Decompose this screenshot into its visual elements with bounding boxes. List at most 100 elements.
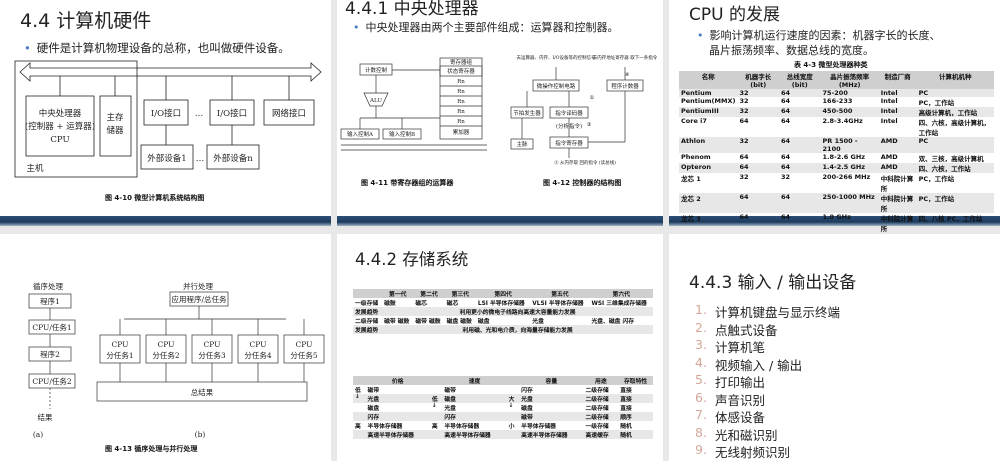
storage-characteristics-table: 价格速度容量用途存取特性 低磁带磁带闪存二级存储直接↓光盘低磁盘大光盘二级存储直… [353,376,653,439]
table-header: 容量 [519,376,584,385]
table-cell: Intel [880,97,898,105]
slide-bullet: •硬件是计算机物理设备的总称，也叫做硬件设备。 [24,41,290,55]
table-cell: 龙芯 1 [681,175,701,183]
table-cell: 64 [778,89,821,97]
cpu-label: CPU [158,340,175,349]
slide-title: 4.4.1 中央处理器 [345,0,479,19]
slide-footer-bar [337,216,663,226]
table-cell: 直接 [618,394,653,403]
slide-storage-system[interactable]: 4.4.2 存储系统 第一代第二代第三代第四代第五代第六代 一级存储磁鼓磁芯磁芯… [337,234,663,461]
list-number: 6. [695,389,707,405]
table-cell: 磁芯 [415,301,427,307]
table-cell: 磁带 [519,412,584,421]
register-rn: Rn [457,89,465,95]
total-result-label: 总结果 [191,387,214,397]
input-control-a: 输入控制A [347,130,374,138]
network-interface-label: 网络接口 [272,108,306,119]
table-cell [506,412,520,421]
table-cell: PC，工作站 [918,175,955,183]
slide-cpu-development[interactable]: CPU 的发展 •影响计算机运行速度的因素：机器字长的长度、 晶片振荡频率、数据… [669,0,1000,233]
table-cell [353,412,366,421]
table-cell: 光盘 [532,319,544,325]
subfigure-label: (b) [195,430,206,439]
table-cell [353,403,366,412]
table-cell: 高速半导体存储器 [519,430,584,439]
table-cell: 龙芯 2 [679,193,738,213]
table-header [353,289,383,298]
list-item: 7.体感设备 [695,407,840,425]
list-number: 9. [695,442,707,457]
table-cell: 二级存储 [585,406,609,412]
table-header [429,376,443,385]
total-task-label: 应用程序/总任务 [171,294,227,304]
list-text: 视频输入 / 输出 [715,357,803,373]
cpu-figures: 寄存器组 状态寄存器 计数控制 ALU Rn Rn Rn Rn Rn 累加器 输… [340,54,658,166]
slide-computer-hardware[interactable]: 4.4 计算机硬件 •硬件是计算机物理设备的总称，也叫做硬件设备。 中央处理器 … [0,0,331,216]
table-header [353,376,366,385]
table-cell: 光盘、磁盘 闪存 [591,319,635,325]
table-cell: 半导体存储器 [521,424,556,430]
control-signals-label: 去运算器、内存、I/O设备等的控制信号 [517,54,596,61]
table-row: 发展趋势利用更小的微电子线路向高速大容量能力发展 [353,307,653,316]
table-cell: Opteron [679,163,738,173]
table-row: 磁盘↓光盘↓磁盘二级存储直接 [353,403,653,412]
subtask-label: 分任务1 [106,350,133,360]
table-header: 机器字长 (bit) [737,71,779,89]
table-cell: PentiumIII [679,107,738,117]
list-text: 点触式设备 [715,322,778,338]
table-cell: VLSI 半导体存储器 [532,301,584,307]
table-row: 高速半导体存储器高速半导体存储器高速半导体存储器高速缓存随机 [353,430,653,439]
list-item: 9.无线射频识别 [695,442,840,460]
alu-label: ALU [369,98,382,104]
table-header: 第一代 [382,289,414,298]
table-header: 存取特性 [618,376,653,385]
sequential-title: 循序处理 [33,281,63,291]
table-cell: Intel [880,117,898,125]
table-cell: 磁带 磁鼓 [415,319,441,325]
table-cell: 发展趋势 [353,307,383,316]
table-cell: 大 [506,394,520,403]
list-number: 7. [695,407,707,422]
step-number: ① [590,94,595,101]
slide-gutter [0,226,1000,234]
instruction-register-label: 指令寄存器 [555,139,583,147]
table-cell: Pentium [679,89,738,97]
slide-cpu[interactable]: 4.4.1 中央处理器 •中央处理器由两个主要部件组成：运算器和控制器。 [337,0,663,216]
table-header: 速度 [442,376,507,385]
table-cell [507,385,520,394]
device-label: 外部设备n [213,153,253,164]
slide-sequential-parallel[interactable]: 循序处理 并行处理 程序1 CPU/任务1 程序2 CPU/任务2 结果 应用程… [0,234,331,461]
slide-title: 4.4 计算机硬件 [20,10,152,32]
slide-footer-bar [669,216,1000,226]
table-cell: 中科院计算所 [878,193,917,213]
register-rn: Rn [457,109,465,115]
cpu-task-2-label: CPU/任务2 [32,376,72,386]
table-cell: 64 [778,163,821,173]
table-row: 闪存闪存磁带二级存储顺序 [353,412,653,421]
step-number: ③ [587,121,592,128]
table-cell: 64 [739,213,749,221]
table-header: 晶片振荡频率 (MHz) [820,71,879,89]
table-caption: 表 4-3 微型处理器种类 [794,61,868,69]
table-cell: 闪存 [365,412,430,421]
program-1-label: 程序1 [40,296,60,306]
table-cell: 闪存 [442,412,507,421]
register-rn: Rn [457,119,465,125]
list-number: 3. [695,337,707,352]
slide-bullet: •中央处理器由两个主要部件组成：运算器和控制器。 [353,21,619,34]
next-instruction-label: 去内存地址寄存器 取下一条指令 [593,54,658,61]
table-header: 制造厂商 [878,71,917,89]
table-cell: LSI 半导体存储器 [477,301,525,307]
table-cell: 中科院计算所 [880,175,914,193]
table-cell: ↓ [431,403,437,409]
table-header: 第三代 [444,289,476,298]
list-number: 1. [695,302,707,317]
table-cell: 高级计算机，工作站 [916,107,994,117]
slide-title: CPU 的发展 [689,5,780,25]
table-cell [353,430,366,439]
table-cell: 2.8-3.4GHz [822,117,863,125]
